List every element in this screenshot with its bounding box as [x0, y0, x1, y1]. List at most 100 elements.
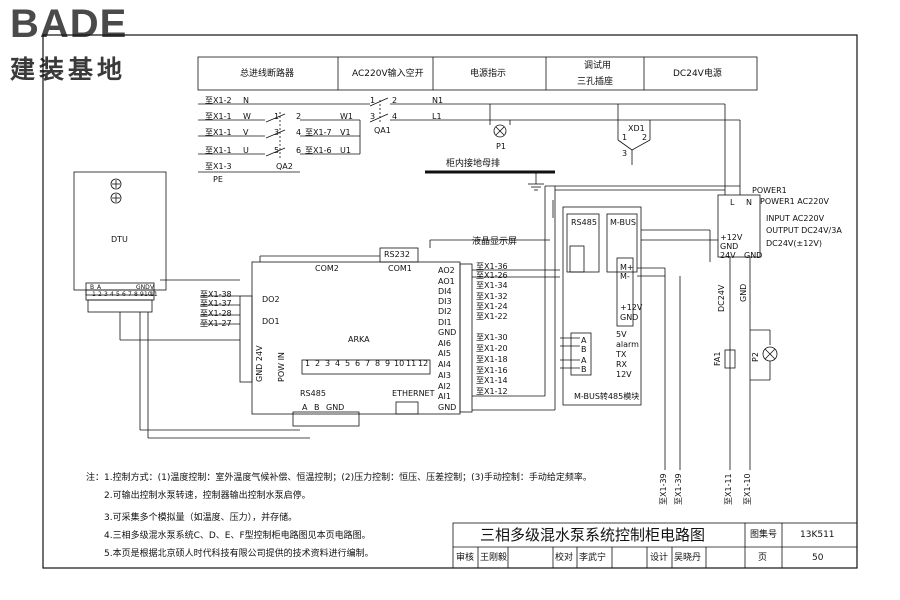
input-phase: V	[243, 128, 249, 137]
arka-pin: AI2	[438, 382, 451, 391]
dtu-terminal: 10	[144, 291, 152, 298]
atlas-label: 图集号	[750, 530, 778, 540]
arka-pin-target: 至X1-34	[476, 281, 508, 290]
designer-name: 吴晓丹	[674, 553, 702, 563]
mbus-led: 5V	[616, 330, 627, 339]
power1-term: GND	[720, 242, 739, 251]
pin-label: 3	[370, 112, 376, 121]
power1-title: POWER1	[752, 186, 787, 195]
arka-pin-target: 至X1-24	[476, 302, 508, 311]
mbus-pin: A	[581, 336, 587, 345]
header-ac-input: AC220V输入空开	[352, 69, 424, 79]
power1-spec: INPUT AC220V	[766, 214, 825, 223]
pin-label: 6	[296, 146, 302, 155]
wire-l1: L1	[432, 112, 442, 121]
arka-pin-target: 至X1-30	[476, 333, 508, 342]
arka-pin: GND	[438, 403, 457, 412]
logo-text: BADE	[10, 2, 128, 46]
pin-label: 2	[392, 96, 398, 105]
design-label: 设计	[650, 553, 669, 563]
wire-x16: 至X1-6	[305, 146, 332, 155]
pin-label: 1	[274, 112, 280, 121]
arka-number: 3	[325, 359, 331, 368]
arka-pin: DI1	[438, 318, 452, 327]
power1-spec: OUTPUT DC24V/3A	[766, 226, 842, 235]
do-source: 至X1-28	[200, 309, 232, 318]
dc24v-label: DC24V	[717, 284, 726, 312]
xd1-label: XD1	[628, 124, 645, 133]
check-label: 校对	[555, 553, 574, 563]
mbus-module	[562, 206, 642, 406]
mbus-led: RX	[616, 360, 628, 369]
bottom-target: 至X1-11	[724, 473, 733, 505]
arka-number: 6	[355, 359, 361, 368]
fa1-label: FA1	[713, 351, 722, 366]
mbus-led: alarm	[616, 340, 639, 349]
arka-label: ARKA	[348, 335, 370, 344]
dtu-label: DTU	[111, 235, 128, 244]
arka-pin-target: 至X1-32	[476, 292, 508, 301]
arka-number: 8	[375, 359, 381, 368]
do-name: DO2	[262, 295, 280, 304]
input-source: 至X1-1	[205, 128, 232, 137]
arka-pin: GND	[438, 328, 457, 337]
power1-term: L	[730, 198, 735, 207]
breaker-qa1: QA1	[374, 126, 391, 135]
pin-label: 2	[296, 112, 302, 121]
wire-u1: U1	[340, 146, 351, 155]
com1-label: COM1	[388, 264, 412, 273]
arka-pin: DI4	[438, 287, 452, 296]
dtu-port: GND	[136, 284, 150, 291]
pin-label: 4	[296, 128, 302, 137]
arka-pin-target: 至X1-36	[476, 262, 508, 271]
input-phase: PE	[213, 175, 223, 184]
dtu-terminal: 3	[104, 291, 108, 298]
review-label: 审核	[456, 553, 475, 563]
arka-pin: AO2	[438, 266, 455, 275]
arka-pin-target: 至X1-18	[476, 355, 508, 364]
arka-number: 7	[365, 359, 371, 368]
power1-term: GND	[744, 251, 763, 260]
p1-lamp	[493, 124, 507, 138]
mbus-rs485: RS485	[571, 218, 597, 227]
pin-label: 3	[622, 149, 628, 158]
dtu-terminal: 4	[110, 291, 114, 298]
arka-pin: AI4	[438, 360, 451, 369]
arka-number: 2	[315, 359, 321, 368]
do-name: DO1	[262, 317, 280, 326]
page-number: 50	[812, 553, 824, 563]
arka-number: 1	[305, 359, 311, 368]
wire-v1: V1	[340, 128, 351, 137]
power1-spec: DC24V(±12V)	[766, 239, 822, 248]
arka-pin-target: 至X1-14	[476, 376, 508, 385]
lcd-label: 液晶显示屏	[472, 237, 518, 247]
header-dc24v: DC24V电源	[673, 69, 722, 79]
rs485-pin: A	[302, 403, 308, 412]
arka-pin: DI3	[438, 297, 452, 306]
dtu-terminal: 1	[92, 291, 96, 298]
dtu-terminal: 7	[128, 291, 132, 298]
page-label: 页	[758, 553, 768, 563]
arka-pin-target: 至X1-26	[476, 271, 508, 280]
mbus-pin: A	[581, 356, 587, 365]
arka-number: 9	[385, 359, 391, 368]
input-source: 至X1-2	[205, 96, 232, 105]
header-power-indicator: 电源指示	[470, 69, 507, 79]
rs485-pin: B	[314, 403, 320, 412]
dtu-terminal: 5	[116, 291, 120, 298]
power1-ac: POWER1 AC220V	[760, 197, 829, 206]
dtu-terminal: 6	[122, 291, 126, 298]
arka-pin: AI5	[438, 349, 451, 358]
do-source: 至X1-27	[200, 319, 232, 328]
pin-label: 1	[622, 133, 628, 142]
arka-pin: AI1	[438, 392, 451, 401]
drawing-title: 三相多级混水泵系统控制柜电路图	[480, 526, 706, 544]
input-source: 至X1-1	[205, 146, 232, 155]
bottom-target: 至X1-39	[659, 473, 668, 505]
rs232-label: RS232	[384, 250, 410, 259]
input-phase: U	[243, 146, 249, 155]
wire-w1: W1	[340, 112, 353, 121]
gnd-label: GND	[739, 283, 748, 302]
input-source: 至X1-1	[205, 112, 232, 121]
input-phase: N	[243, 96, 249, 105]
